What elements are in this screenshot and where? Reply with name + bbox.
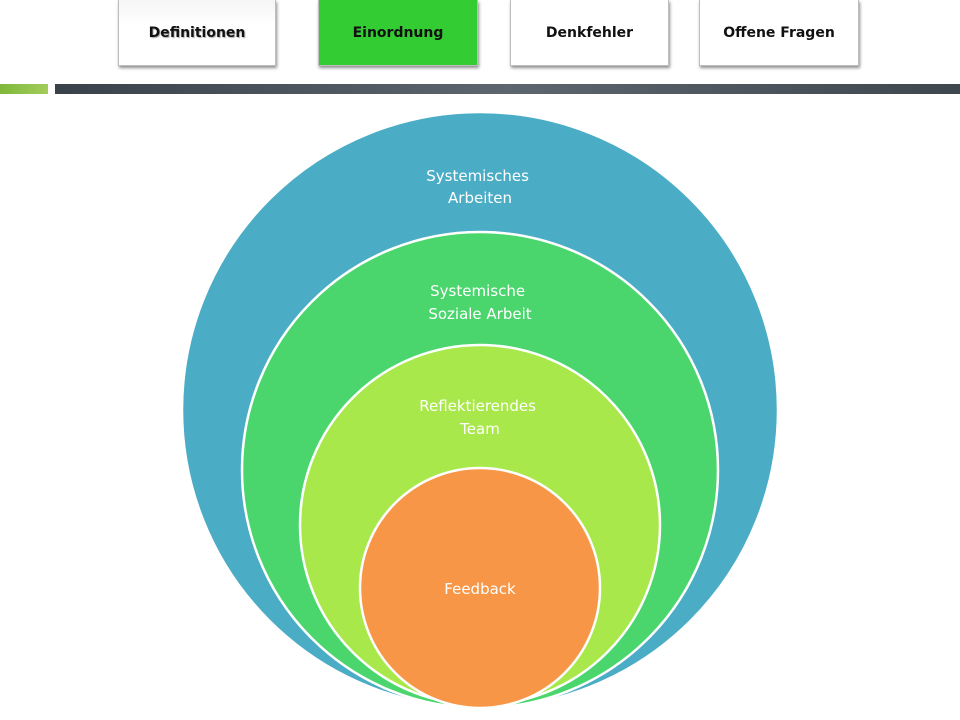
- tab-label: Einordnung: [352, 24, 444, 41]
- tab-offene-fragen[interactable]: Offene Fragen: [699, 0, 859, 66]
- tab-einordnung[interactable]: Einordnung: [318, 0, 478, 66]
- ring-label-line: Arbeiten: [448, 189, 512, 207]
- ring-label-line: Systemische: [430, 282, 525, 300]
- ring-label-line: Reflektierendes: [419, 397, 536, 415]
- ring-label-line: Systemisches: [426, 167, 529, 185]
- ring-label-line: Feedback: [444, 580, 516, 598]
- header-stripe-bar: [55, 84, 960, 94]
- ring-label-line: Team: [459, 420, 500, 438]
- tab-definitionen[interactable]: Definitionen: [118, 0, 276, 66]
- ring-label-reflektierendes-team: Reflektierendes Team: [419, 397, 541, 438]
- ring-label-line: Soziale Arbeit: [428, 305, 531, 323]
- tab-label: Definitionen: [148, 24, 246, 41]
- tab-denkfehler[interactable]: Denkfehler: [510, 0, 669, 66]
- ring-label-systemisches-arbeiten: Systemisches Arbeiten: [426, 167, 534, 207]
- tab-label: Denkfehler: [545, 24, 634, 41]
- ring-label-systemische-soziale-arbeit: Systemische Soziale Arbeit: [428, 282, 531, 323]
- header-stripe-accent: [0, 84, 48, 94]
- tab-label: Offene Fragen: [723, 24, 835, 41]
- ring-feedback: [358, 466, 602, 710]
- ring-label-feedback: Feedback: [444, 580, 516, 598]
